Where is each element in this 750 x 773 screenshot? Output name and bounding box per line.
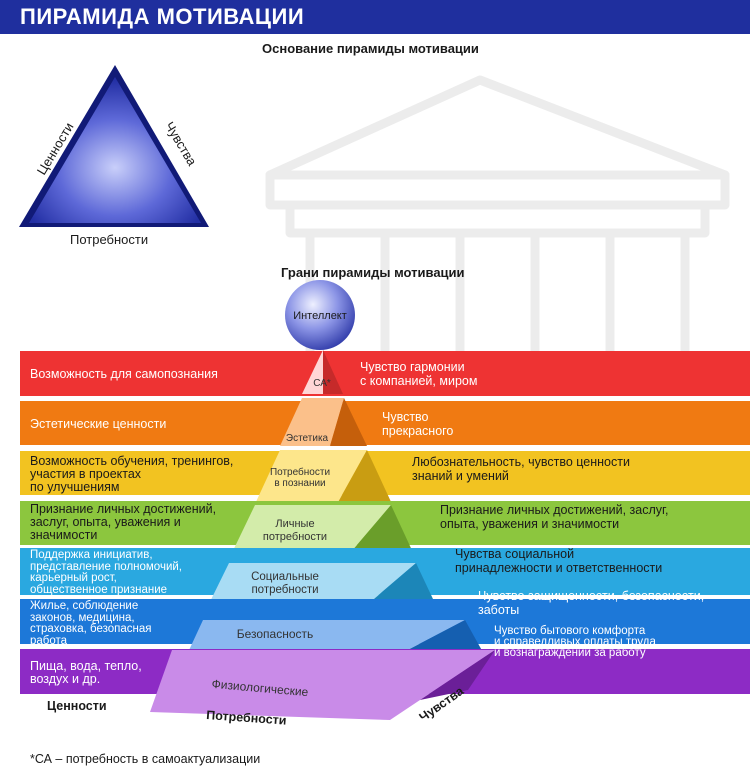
footnote: *СА – потребность в самоактуализации bbox=[30, 752, 261, 766]
base-triangle-heading: Основание пирамиды мотивации bbox=[262, 41, 479, 56]
level-2-left: Эстетические ценности bbox=[30, 417, 167, 431]
intellect-sphere bbox=[285, 280, 355, 350]
base-bottom-label: Потребности bbox=[70, 232, 149, 247]
pyramid-level-3 bbox=[20, 450, 750, 504]
pyramid-level-2 bbox=[20, 398, 750, 446]
face-label-bottom: Потребности bbox=[206, 708, 287, 728]
level-6-right: Чувство защищенности, безопасности,забот… bbox=[478, 589, 705, 617]
page-title: ПИРАМИДА МОТИВАЦИИ bbox=[20, 4, 305, 29]
level-4-left: Признание личных достижений,заслуг, опыт… bbox=[30, 502, 217, 542]
pyramid-heading: Грани пирамиды мотивации bbox=[281, 265, 465, 280]
face-label-left: Ценности bbox=[47, 699, 107, 713]
pyramid-level-4 bbox=[20, 501, 750, 559]
level-2-center: Эстетика bbox=[285, 433, 329, 444]
base-triangle: Ценности Чувства bbox=[19, 65, 209, 227]
intellect-label: Интеллект bbox=[293, 310, 347, 322]
title-bar: ПИРАМИДА МОТИВАЦИИ bbox=[0, 0, 750, 34]
pyramid-level-1 bbox=[20, 350, 750, 396]
level-7-left: Пища, вода, тепло,воздух и др. bbox=[30, 659, 142, 686]
level-6-center: Безопасность bbox=[236, 627, 314, 641]
level-4-right: Признание личных достижений, заслуг,опыт… bbox=[440, 503, 669, 531]
level-5-left: Поддержка инициатив,представление полном… bbox=[30, 549, 182, 596]
level-1-left: Возможность для самопознания bbox=[30, 367, 218, 381]
level-1-center: СА* bbox=[313, 378, 331, 389]
level-3-left: Возможность обучения, тренингов,участия … bbox=[30, 454, 234, 494]
pyramid-level-7 bbox=[20, 649, 750, 720]
